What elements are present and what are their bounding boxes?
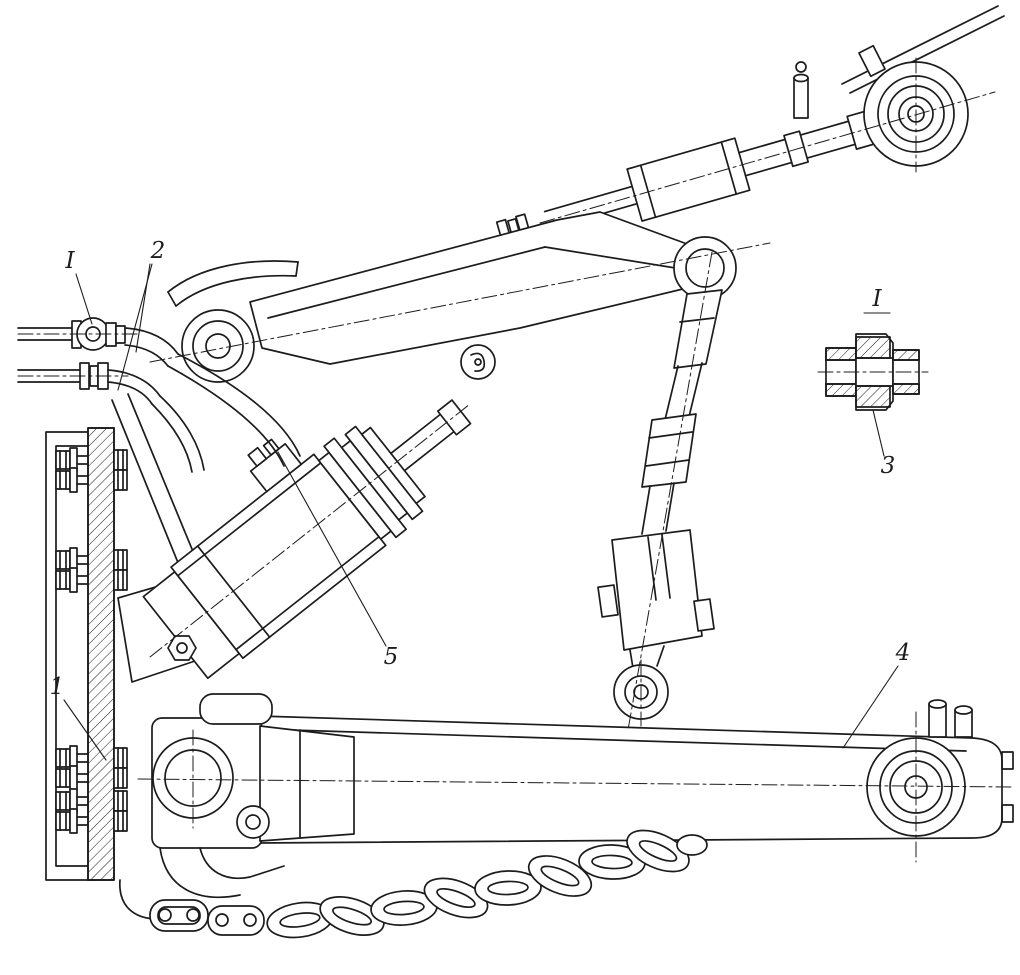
callout-4: 4 — [895, 640, 911, 666]
upper-lever — [167, 211, 737, 383]
callout-2: 2 — [150, 238, 166, 264]
chain-link — [319, 896, 385, 936]
chain-link — [626, 829, 690, 873]
callout-5: 5 — [384, 644, 399, 670]
chain-link — [266, 901, 334, 939]
chain — [119, 829, 708, 939]
mounting-plate — [45, 427, 128, 881]
callout-3: 3 — [881, 453, 896, 479]
hydraulic-cylinder — [117, 399, 472, 683]
chain-link — [527, 855, 593, 897]
center-lines — [17, 57, 1013, 863]
link-pin — [793, 61, 809, 119]
callout-labels: I 2 1 5 4 3 I — [50, 238, 911, 761]
arm-studs — [928, 699, 973, 738]
callout-1: 1 — [50, 674, 65, 700]
detail-title: I — [871, 286, 882, 312]
plate-bolt — [55, 467, 128, 493]
chain-link — [474, 870, 542, 906]
plate-bolt — [55, 567, 128, 593]
bracket-nut — [167, 635, 197, 661]
plate-bolt — [55, 547, 128, 573]
arm-pivot-assembly — [151, 693, 355, 899]
detail-view — [825, 333, 920, 411]
plate-bolt — [55, 765, 128, 791]
chain-link — [423, 877, 489, 919]
lower-arm — [257, 699, 1014, 844]
callout-detail-ref: I — [64, 248, 75, 274]
plate-bolt — [55, 808, 128, 834]
plate-bolt — [55, 447, 128, 473]
lift-rod — [597, 289, 723, 720]
